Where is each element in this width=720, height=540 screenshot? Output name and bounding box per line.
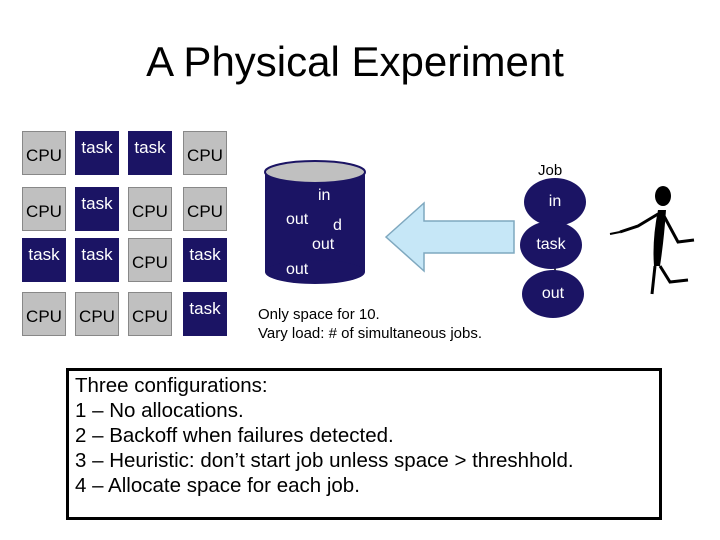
cpu-cell: CPU [75,292,119,336]
cell-label: task [189,244,221,264]
task-cell: task [75,131,119,175]
configurations-heading: Three configurations: [75,374,268,397]
cell-label: task [81,244,113,264]
page-title: A Physical Experiment [146,38,564,85]
configuration-item: 2 – Backoff when failures detected. [75,424,394,447]
cpu-cell: CPU [22,131,66,175]
note-line-1: Only space for 10. [258,306,380,323]
task-cell: task [128,131,172,175]
cell-label: CPU [132,306,168,326]
task-cell: task [183,238,227,282]
storage-line-3: d [333,217,342,234]
note-line-2: Vary load: # of simultaneous jobs. [258,325,483,342]
job-label: Job [538,162,563,179]
cpu-cell: CPU [128,292,172,336]
configuration-item: 4 – Allocate space for each job. [75,474,360,497]
configuration-item: 3 – Heuristic: don’t start job unless sp… [75,449,574,472]
cpu-cell: CPU [183,131,227,175]
configurations-box: Three configurations: 1 – No allocations… [66,368,662,520]
task-cell: task [183,292,227,336]
cell-label: CPU [26,201,62,221]
cpu-cell: CPU [128,187,172,231]
cell-label: task [134,137,166,157]
stick-figure-pointing-icon [609,186,695,295]
disk-cylinder-icon [264,160,366,284]
job-stage-out: out [522,270,584,318]
cell-label: task [81,137,113,157]
cell-label: CPU [187,201,223,221]
storage-line-1: in [318,187,331,204]
storage-line-2: out [286,211,309,228]
job-stage-in: in [524,178,586,226]
configuration-item: 1 – No allocations. [75,399,244,422]
task-cell: task [75,187,119,231]
cell-label: CPU [26,145,62,165]
cell-label: task [28,244,60,264]
cell-label: CPU [26,306,62,326]
cpu-cell: CPU [183,187,227,231]
cell-label: CPU [132,201,168,221]
cpu-cell: CPU [22,187,66,231]
cell-label: task [189,298,221,318]
cpu-cell: CPU [22,292,66,336]
cell-label: CPU [187,145,223,165]
cpu-cell: CPU [128,238,172,282]
job-stage-task: task [520,221,582,269]
storage-line-5: out [286,261,309,278]
task-cell: task [22,238,66,282]
storage-line-4: out [312,236,335,253]
cell-label: task [81,193,113,213]
left-arrow-icon [384,201,515,273]
cell-label: CPU [79,306,115,326]
cell-label: CPU [132,252,168,272]
capacity-note: Only space for 10. Vary load: # of simul… [258,305,482,343]
task-cell: task [75,238,119,282]
